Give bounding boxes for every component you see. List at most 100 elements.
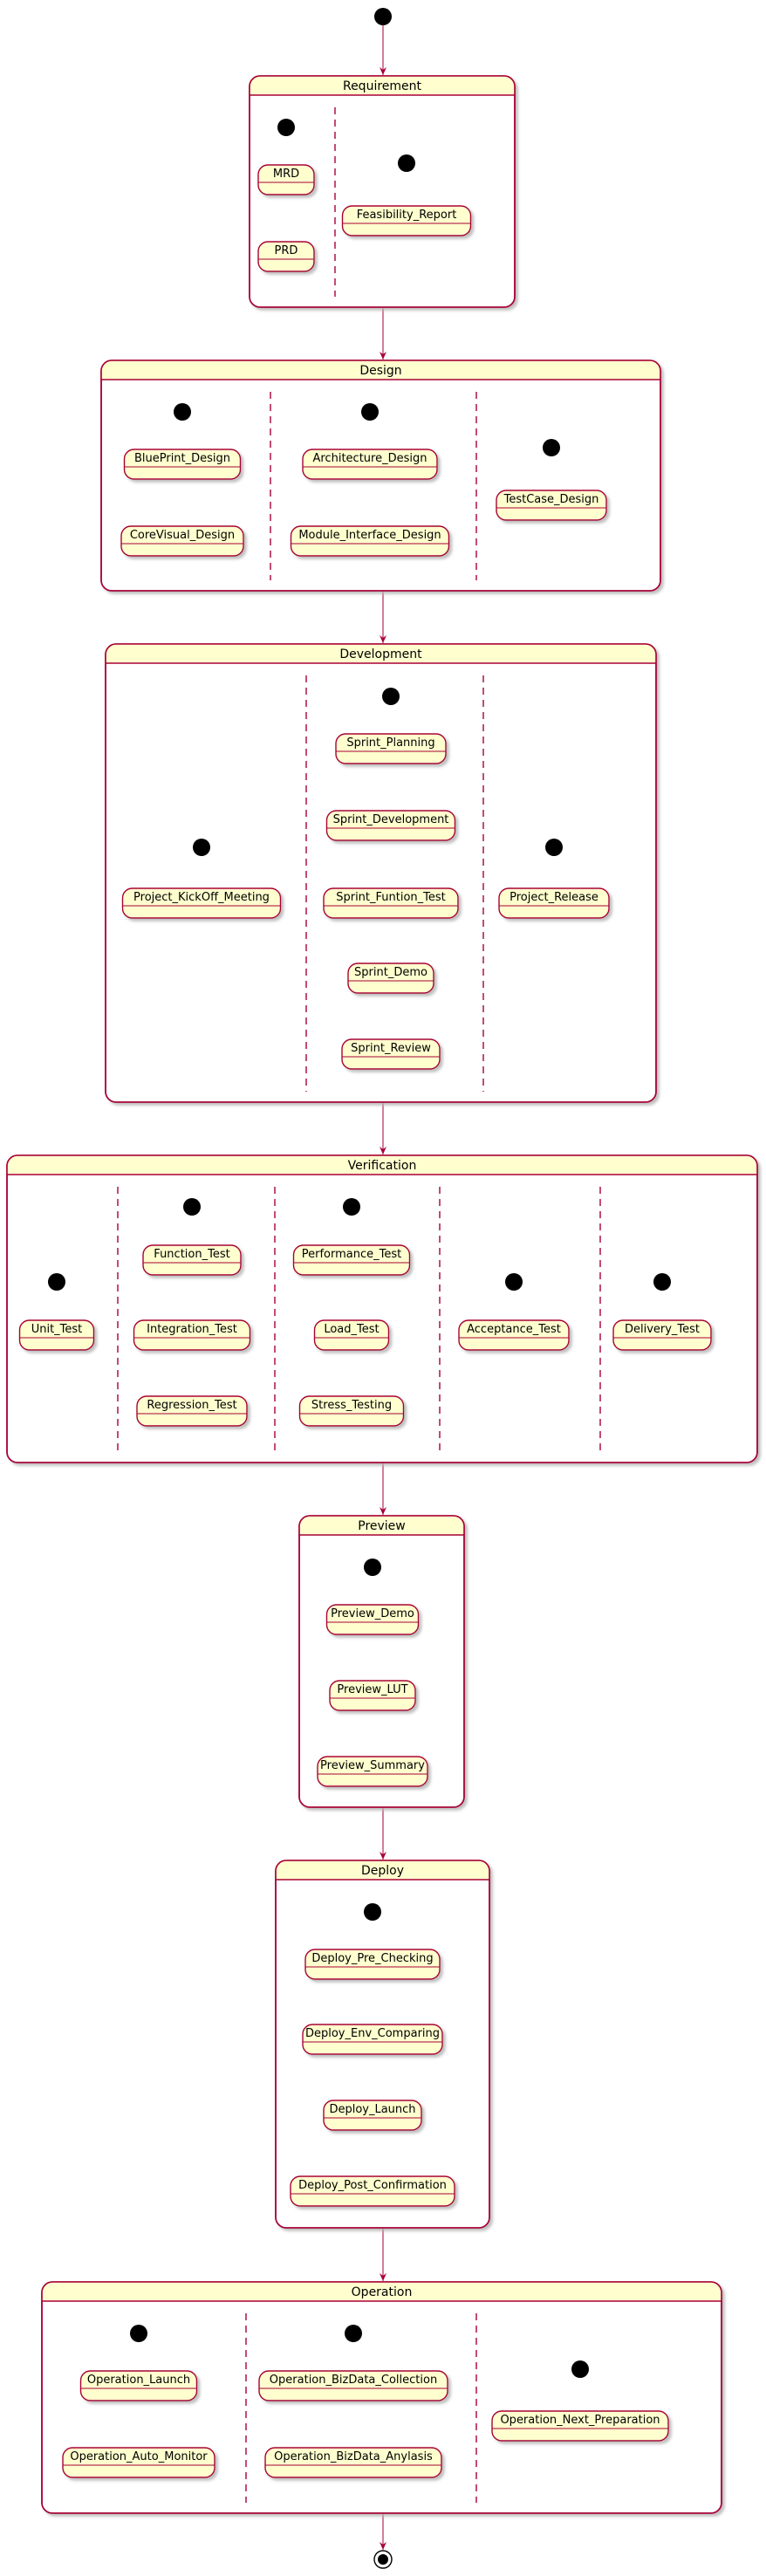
state-testcase-design-label: TestCase_Design — [503, 493, 599, 506]
state-architecture-design-label: Architecture_Design — [313, 452, 427, 465]
state-preview-demo[interactable]: Preview_Demo — [325, 1604, 420, 1635]
composite-design-title: Design — [359, 364, 401, 378]
initial-state-deploy-1 — [364, 1903, 381, 1921]
state-feasibility-report-label: Feasibility_Report — [357, 209, 457, 222]
initial-state-development-2 — [382, 688, 400, 705]
state-prd-label: PRD — [275, 244, 298, 257]
state-operation-auto-monitor-label: Operation_Auto_Monitor — [70, 2450, 208, 2463]
state-mrd[interactable]: MRD — [257, 164, 315, 195]
state-feasibility-report[interactable]: Feasibility_Report — [341, 205, 472, 236]
state-deploy-post-confirmation-label: Deploy_Post_Confirmation — [298, 2179, 447, 2192]
state-sprint-development[interactable]: Sprint_Development — [325, 810, 456, 841]
state-unit-test[interactable]: Unit_Test — [18, 1319, 95, 1351]
state-sprint-funtion-test[interactable]: Sprint_Funtion_Test — [323, 887, 459, 919]
state-delivery-test-label: Delivery_Test — [625, 1323, 700, 1336]
initial-state-preview-1 — [364, 1559, 381, 1576]
composite-deploy-title: Deploy — [361, 1864, 404, 1878]
composite-deploy[interactable]: DeployDeploy_Pre_CheckingDeploy_Env_Comp… — [275, 1860, 490, 2229]
state-project-release[interactable]: Project_Release — [498, 887, 610, 919]
state-prd[interactable]: PRD — [257, 241, 315, 272]
state-preview-demo-label: Preview_Demo — [331, 1607, 414, 1620]
initial-state-verification-3 — [343, 1198, 360, 1216]
state-operation-bizdata-collection[interactable]: Operation_BizData_Collection — [258, 2370, 448, 2401]
state-sprint-funtion-test-label: Sprint_Funtion_Test — [336, 891, 446, 904]
state-module-interface-design[interactable]: Module_Interface_Design — [290, 525, 450, 557]
state-deploy-post-confirmation[interactable]: Deploy_Post_Confirmation — [290, 2175, 455, 2207]
state-performance-test[interactable]: Performance_Test — [292, 1244, 411, 1276]
initial-state-verification-4 — [505, 1273, 523, 1291]
initial-state-verification-5 — [653, 1273, 671, 1291]
state-operation-next-preparation[interactable]: Operation_Next_Preparation — [491, 2410, 669, 2442]
composite-development-title: Development — [339, 647, 422, 661]
state-deploy-pre-checking-label: Deploy_Pre_Checking — [311, 1952, 433, 1965]
state-blueprint-design[interactable]: BluePrint_Design — [123, 449, 242, 480]
initial-state-verification-1 — [48, 1273, 65, 1291]
state-deploy-launch[interactable]: Deploy_Launch — [323, 2100, 422, 2131]
state-integration-test[interactable]: Integration_Test — [133, 1319, 251, 1351]
composite-requirement-title: Requirement — [343, 79, 422, 93]
state-load-test-label: Load_Test — [324, 1323, 379, 1336]
initial-state-design-3 — [543, 439, 560, 456]
state-sprint-planning[interactable]: Sprint_Planning — [335, 733, 447, 764]
initial-state — [374, 8, 392, 25]
state-regression-test-label: Regression_Test — [147, 1399, 236, 1412]
state-corevisual-design-label: CoreVisual_Design — [130, 529, 235, 542]
state-project-kickoff-meeting-label: Project_KickOff_Meeting — [133, 891, 270, 904]
state-sprint-demo-label: Sprint_Demo — [354, 966, 427, 979]
state-delivery-test[interactable]: Delivery_Test — [612, 1319, 712, 1351]
state-preview-summary[interactable]: Preview_Summary — [317, 1756, 428, 1787]
initial-state-operation-1 — [130, 2325, 147, 2342]
state-project-kickoff-meeting[interactable]: Project_KickOff_Meeting — [121, 887, 282, 919]
state-acceptance-test[interactable]: Acceptance_Test — [458, 1319, 570, 1351]
state-operation-next-preparation-label: Operation_Next_Preparation — [500, 2414, 660, 2427]
final-state — [373, 2550, 393, 2569]
state-operation-bizdata-anylasis[interactable]: Operation_BizData_Anylasis — [264, 2447, 442, 2478]
state-regression-test[interactable]: Regression_Test — [136, 1395, 248, 1427]
state-operation-auto-monitor[interactable]: Operation_Auto_Monitor — [62, 2447, 215, 2478]
state-preview-lut[interactable]: Preview_LUT — [329, 1680, 416, 1711]
state-architecture-design[interactable]: Architecture_Design — [302, 449, 438, 480]
state-sprint-planning-label: Sprint_Planning — [346, 736, 434, 750]
state-sprint-demo[interactable]: Sprint_Demo — [347, 963, 434, 994]
initial-state-verification-2 — [183, 1198, 201, 1216]
state-project-release-label: Project_Release — [510, 891, 598, 904]
composite-verification-title: Verification — [348, 1159, 417, 1173]
state-operation-bizdata-anylasis-label: Operation_BizData_Anylasis — [274, 2450, 433, 2463]
state-function-test[interactable]: Function_Test — [142, 1244, 242, 1276]
state-sprint-development-label: Sprint_Development — [333, 813, 449, 826]
state-operation-launch[interactable]: Operation_Launch — [79, 2370, 198, 2401]
state-deploy-pre-checking[interactable]: Deploy_Pre_Checking — [304, 1949, 441, 1980]
initial-state-development-3 — [545, 839, 563, 856]
initial-state-development-1 — [193, 839, 210, 856]
state-performance-test-label: Performance_Test — [302, 1248, 401, 1261]
initial-state-operation-2 — [345, 2325, 362, 2342]
state-preview-lut-label: Preview_LUT — [337, 1683, 407, 1696]
state-testcase-design[interactable]: TestCase_Design — [496, 490, 607, 521]
state-deploy-env-comparing-label: Deploy_Env_Comparing — [305, 2027, 440, 2040]
state-sprint-review[interactable]: Sprint_Review — [341, 1038, 441, 1070]
state-mrd-label: MRD — [273, 168, 299, 181]
state-deploy-launch-label: Deploy_Launch — [329, 2103, 415, 2116]
initial-state-design-1 — [174, 403, 191, 421]
state-module-interface-design-label: Module_Interface_Design — [298, 529, 441, 542]
initial-state-requirement-2 — [398, 154, 415, 172]
state-load-test[interactable]: Load_Test — [313, 1319, 390, 1351]
state-blueprint-design-label: BluePrint_Design — [134, 452, 230, 465]
state-function-test-label: Function_Test — [154, 1248, 229, 1261]
state-stress-testing[interactable]: Stress_Testing — [298, 1395, 405, 1427]
composite-preview[interactable]: PreviewPreview_DemoPreview_LUTPreview_Su… — [298, 1515, 465, 1808]
state-corevisual-design[interactable]: CoreVisual_Design — [120, 525, 244, 557]
pseudo-states — [48, 8, 671, 2569]
initial-state-operation-3 — [571, 2360, 589, 2378]
state-operation-bizdata-collection-label: Operation_BizData_Collection — [270, 2374, 437, 2387]
state-acceptance-test-label: Acceptance_Test — [467, 1323, 561, 1336]
composite-development[interactable]: DevelopmentProject_KickOff_MeetingSprint… — [105, 643, 657, 1103]
composite-operation[interactable]: OperationOperation_LaunchOperation_Auto_… — [41, 2281, 722, 2514]
state-deploy-env-comparing[interactable]: Deploy_Env_Comparing — [302, 2024, 443, 2055]
state-preview-summary-label: Preview_Summary — [320, 1759, 425, 1772]
initial-state-requirement-1 — [277, 119, 295, 136]
